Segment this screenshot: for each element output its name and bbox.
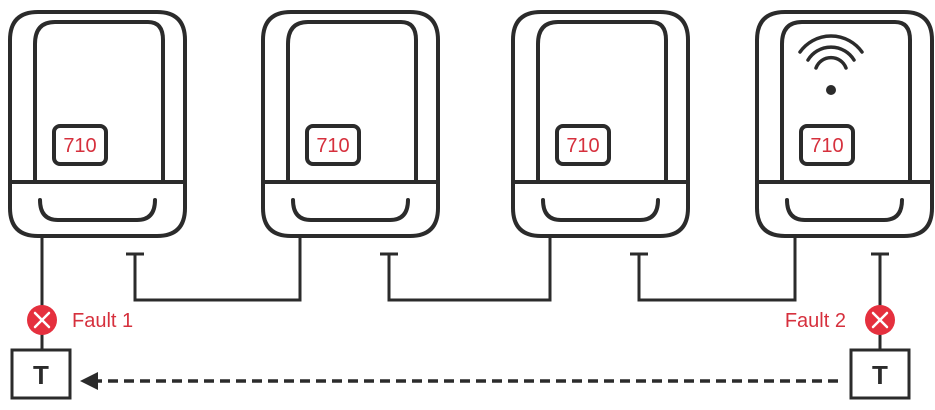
device-3-display: 710 [566, 135, 599, 157]
fault-2: Fault 2 [785, 305, 895, 335]
fault-1-label: Fault 1 [72, 310, 133, 332]
device-1-display: 710 [63, 135, 96, 157]
fault-1: Fault 1 [27, 305, 133, 335]
device-4: 710 [755, 10, 934, 238]
device-3-display-frame [555, 124, 611, 166]
close-circle-icon [27, 305, 57, 335]
fault-2-label: Fault 2 [785, 310, 846, 332]
device-2-display-frame [305, 124, 361, 166]
device-4-display: 710 [810, 135, 843, 157]
device-3-tray [541, 198, 660, 222]
wire-link-3-4 [630, 236, 797, 302]
device-1: 710 [8, 10, 187, 238]
wire-link-2-3 [380, 236, 552, 302]
wire-right-termination [871, 252, 889, 350]
device-3-panel [536, 20, 668, 184]
redundancy-arrow [80, 372, 838, 390]
device-1-display-frame [52, 124, 108, 166]
termination-right-label: T [872, 360, 888, 390]
device-2: 710 [261, 10, 440, 238]
wifi-icon [798, 34, 864, 95]
bus-wiring [40, 236, 889, 350]
device-2-tray [291, 198, 410, 222]
device-2-panel [286, 20, 418, 184]
device-1-panel [33, 20, 165, 184]
wire-link-1-2 [126, 236, 302, 302]
device-3: 710 [511, 10, 690, 238]
termination-left-label: T [33, 360, 49, 390]
device-1-tray [38, 198, 157, 222]
termination-right: T [849, 348, 911, 400]
termination-left: T [10, 348, 72, 400]
device-4-display-frame [799, 124, 855, 166]
device-2-display: 710 [316, 135, 349, 157]
device-4-tray [785, 198, 904, 222]
arrow-head-left-icon [80, 372, 98, 390]
close-circle-icon [865, 305, 895, 335]
device-4-panel [780, 20, 912, 184]
